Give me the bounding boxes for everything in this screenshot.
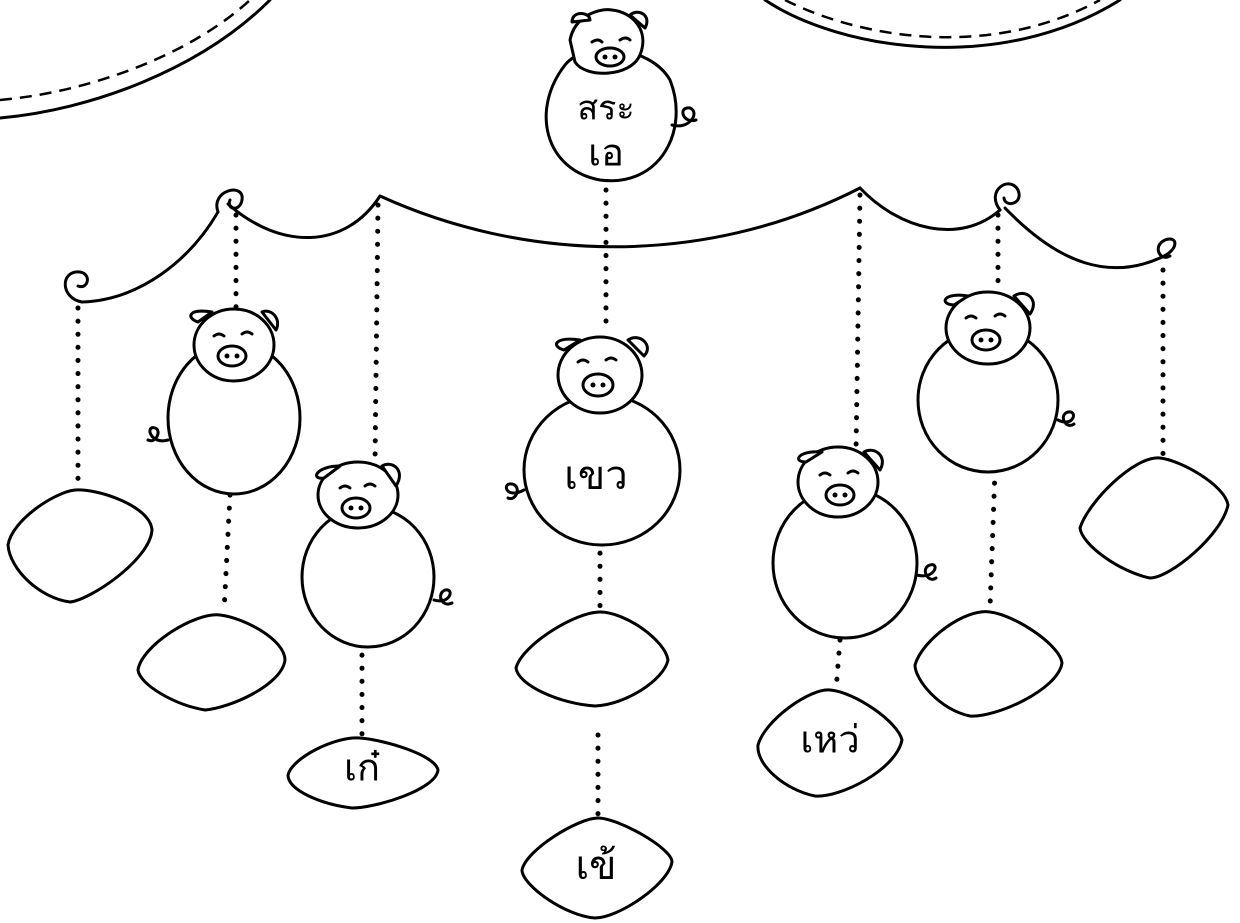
- top-pig-line1: สระ: [577, 89, 634, 129]
- pig-eye-icon: [818, 471, 832, 477]
- pig-tail-icon: [915, 563, 938, 581]
- pig-eye-icon: [240, 330, 254, 336]
- pig-ear-icon: [260, 309, 279, 332]
- tag-with-word: [286, 736, 440, 810]
- curl-ornament: [1156, 237, 1177, 260]
- pig-eye-icon: [338, 484, 352, 490]
- pig-ear-icon: [626, 336, 649, 358]
- pig-ear-icon: [315, 464, 342, 480]
- tag-right-low-word: เหว่: [800, 718, 859, 762]
- pig-ear-icon: [570, 12, 592, 24]
- canopy-edge: [0, 0, 1122, 120]
- pig-eye-icon: [212, 332, 226, 338]
- pig-snout-icon: [216, 344, 248, 368]
- tag-with-word: [756, 688, 904, 798]
- tag-empty: [913, 610, 1064, 718]
- pig-snout-icon: [581, 372, 615, 398]
- pig-ear-icon: [862, 448, 884, 472]
- pig-left: [146, 307, 302, 496]
- pig-snout-icon: [970, 328, 1002, 352]
- pig-head: [316, 460, 400, 530]
- pig-tail-icon: [504, 482, 526, 501]
- tag-empty: [514, 610, 670, 708]
- pig-left-low: [300, 460, 454, 649]
- tags: เก๋ เข้ เหว่: [6, 456, 1230, 920]
- pig-eye-icon: [846, 469, 860, 475]
- strings: [75, 187, 1166, 818]
- tag-center-bottom-word: เข้: [575, 843, 616, 889]
- pig-snout-icon: [594, 46, 626, 68]
- pig-ear-icon: [943, 293, 970, 307]
- pig-head: [944, 290, 1032, 366]
- pig-tail-icon: [670, 106, 698, 128]
- center-pig-word: เขว: [564, 453, 627, 499]
- pig-eye-icon: [993, 312, 1007, 318]
- pig-ear-icon: [555, 337, 582, 352]
- tag-empty: [1078, 456, 1230, 580]
- pig-ear-icon: [797, 450, 824, 464]
- pig-right-low: [771, 445, 938, 640]
- pig-eye-icon: [363, 482, 377, 488]
- pig-ear-icon: [380, 462, 401, 488]
- pig-eye-icon: [590, 38, 604, 44]
- pig-eye-icon: [604, 356, 618, 362]
- pig-ear-icon: [189, 309, 214, 324]
- pig-center: เขว: [504, 335, 682, 547]
- curl-ornament: [63, 270, 89, 304]
- tag-empty: [6, 488, 154, 604]
- pig-head: [796, 445, 880, 519]
- pig-snout-icon: [824, 483, 856, 507]
- hanger-frame: [63, 182, 1177, 304]
- pig-tail-icon: [146, 426, 170, 443]
- pig-eye-icon: [618, 36, 632, 42]
- pig-tail-icon: [1056, 410, 1076, 427]
- tag-empty: [136, 613, 287, 712]
- pig-top: สระ เอ: [544, 8, 698, 183]
- pig-ear-icon: [628, 10, 649, 30]
- curl-ornament: [215, 188, 244, 214]
- pig-eye-icon: [964, 314, 978, 320]
- pig-tail-icon: [432, 588, 454, 606]
- tag-left-low-word: เก๋: [344, 746, 380, 790]
- tag-with-word: [520, 816, 674, 920]
- pig-eye-icon: [576, 358, 590, 364]
- curl-ornament: [993, 182, 1021, 212]
- pig-ear-icon: [1012, 291, 1035, 316]
- pig-snout-icon: [340, 496, 372, 520]
- top-pig-line2: เอ: [588, 131, 624, 175]
- pig-right: [916, 290, 1076, 474]
